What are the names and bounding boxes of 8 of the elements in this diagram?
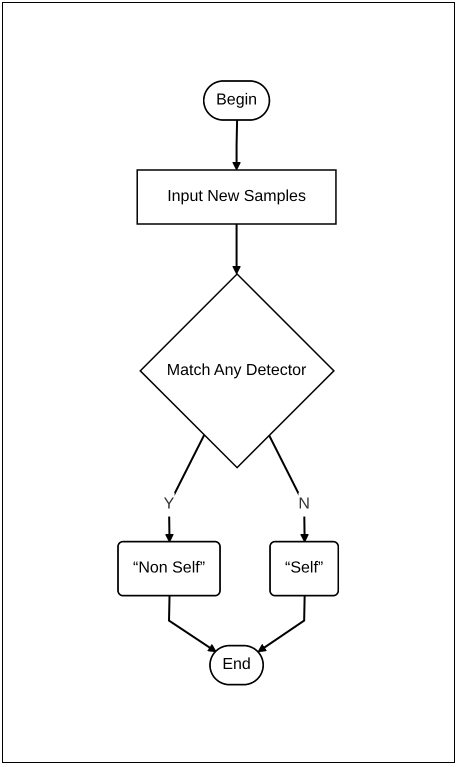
edge-label: Y: [164, 495, 175, 512]
arrow: [168, 596, 217, 652]
arrow: [258, 596, 306, 652]
arrow: [232, 224, 242, 274]
node-diamond: Match Any Detector: [140, 272, 336, 468]
node-box: Input New Samples: [136, 168, 338, 224]
edge-label: N: [298, 495, 310, 512]
arrow: [232, 120, 242, 170]
